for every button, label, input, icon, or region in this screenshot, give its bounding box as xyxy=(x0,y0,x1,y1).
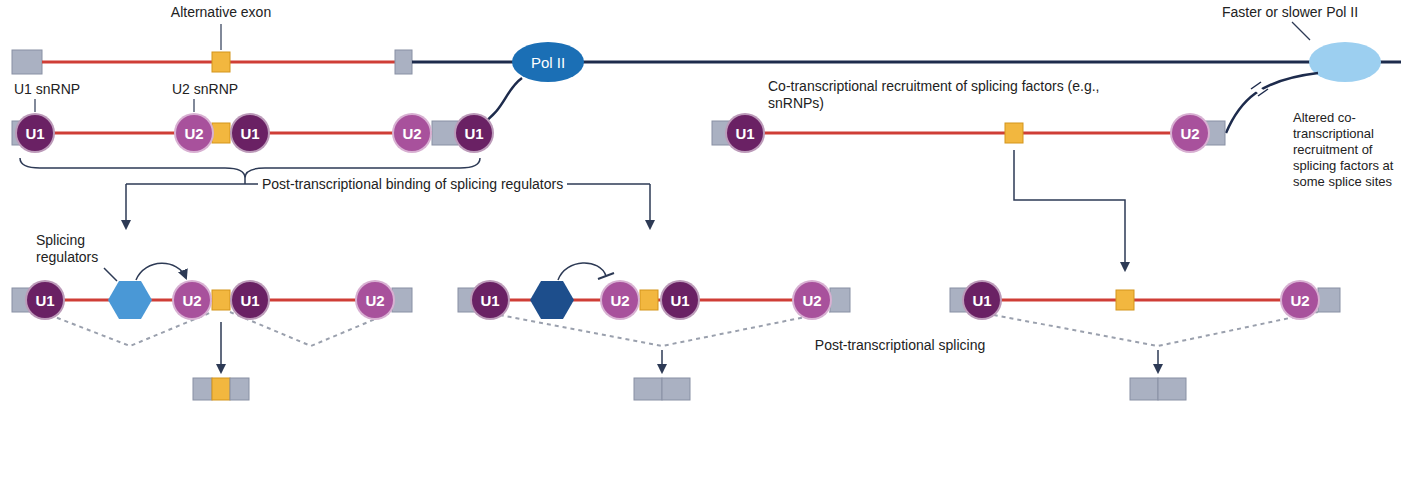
mrna-exon xyxy=(1158,378,1186,400)
alternative-exon xyxy=(1116,290,1134,310)
exon-box xyxy=(392,288,412,312)
arrows xyxy=(20,150,1158,372)
annotation-label: Post-transcriptional splicing xyxy=(811,337,989,354)
node-text: Pol II xyxy=(531,54,565,71)
node-text: U1 xyxy=(240,125,259,142)
annotation-label: Alternative exon xyxy=(171,4,271,21)
node-text: U1 xyxy=(480,292,499,309)
intron-line xyxy=(740,132,1205,135)
snrnp-circle: U1 xyxy=(470,280,510,320)
snrnp-circle: U2 xyxy=(174,113,214,153)
mrna-exon xyxy=(634,378,662,400)
row-two xyxy=(12,78,1225,145)
node-text: U2 xyxy=(1180,125,1199,142)
pol-ii-light xyxy=(1309,42,1381,82)
leader-line xyxy=(34,99,35,112)
inhibition-arrow xyxy=(558,263,606,280)
leader-line xyxy=(1292,22,1310,40)
node-text: U2 xyxy=(802,292,821,309)
snrnp-circle: U2 xyxy=(392,113,432,153)
node-text: U1 xyxy=(670,292,689,309)
snrnp-circle: U1 xyxy=(230,113,270,153)
node-text: U2 xyxy=(365,292,384,309)
snrnp-circle: U2 xyxy=(792,280,832,320)
snrnp-circle: U2 xyxy=(172,280,212,320)
mrna-exon xyxy=(662,378,690,400)
snrnp-circle: U1 xyxy=(15,113,55,153)
row-three xyxy=(12,263,1340,400)
splice-path xyxy=(484,312,830,346)
alternative-exon xyxy=(1005,123,1023,143)
flow-arrow xyxy=(1014,150,1125,270)
annotation-label: Faster or slower Pol II xyxy=(1222,4,1358,21)
activation-arrow xyxy=(136,263,186,280)
annotation-label: Co-transcriptional recruitment of splici… xyxy=(768,78,1113,112)
node-text: U1 xyxy=(240,292,259,309)
node-text: U1 xyxy=(735,125,754,142)
regulator-hexagon xyxy=(530,281,574,319)
exon-box xyxy=(395,50,412,74)
snrnp-circle: U1 xyxy=(230,280,270,320)
node-text: U1 xyxy=(25,125,44,142)
annotation-label: Altered co-transcriptional recruitment o… xyxy=(1293,110,1395,190)
mrna-alt-exon xyxy=(212,378,230,400)
mrna-exon xyxy=(1130,378,1158,400)
snrnp-circle: U2 xyxy=(1170,113,1210,153)
node-text: U2 xyxy=(610,292,629,309)
polymerase-blob: Pol II xyxy=(512,42,584,82)
flow-arrow xyxy=(649,184,651,228)
snrnp-circle: U1 xyxy=(454,113,494,153)
node-text: U2 xyxy=(1290,292,1309,309)
leader-line xyxy=(220,24,221,50)
snrnp-circle: U1 xyxy=(660,280,700,320)
regulator-hexagon xyxy=(108,281,152,319)
node-text: U2 xyxy=(402,125,421,142)
break-mark xyxy=(1258,89,1268,96)
snrnp-circle: U2 xyxy=(1280,280,1320,320)
node-text: U1 xyxy=(35,292,54,309)
intron-line xyxy=(978,299,1318,302)
alternative-exon xyxy=(212,52,230,72)
snrnp-circle: U2 xyxy=(600,280,640,320)
node-text: U1 xyxy=(464,125,483,142)
annotation-label: Post-transcriptional binding of splicing… xyxy=(258,176,567,193)
mrna-exon xyxy=(230,378,249,400)
alternative-exon xyxy=(212,123,230,143)
snrnp-circle: U1 xyxy=(25,280,65,320)
alternative-exon xyxy=(640,290,658,310)
break-mark xyxy=(1251,82,1261,89)
alternative-exon xyxy=(212,290,230,310)
flow-arrow xyxy=(220,322,222,372)
flow-arrow xyxy=(125,184,127,228)
leader-line xyxy=(104,268,117,281)
annotation-label: U2 snRNP xyxy=(172,81,238,98)
flow-arrow xyxy=(1157,350,1159,372)
exon-box xyxy=(830,288,850,312)
node-text: U1 xyxy=(972,292,991,309)
splice-path xyxy=(42,312,392,346)
exon-box xyxy=(12,50,42,74)
snrnp-circle: U2 xyxy=(355,280,395,320)
node-text: U2 xyxy=(182,292,201,309)
flow-arrow xyxy=(661,350,663,372)
annotation-label: U1 snRNP xyxy=(14,81,80,98)
inhibition-bar xyxy=(598,273,614,279)
mrna-exon xyxy=(193,378,212,400)
splice-path xyxy=(978,312,1318,346)
snrnp-circle: U1 xyxy=(962,280,1002,320)
brace xyxy=(20,158,480,178)
node-text: U2 xyxy=(184,125,203,142)
annotation-label: Splicing regulators xyxy=(36,232,116,266)
snrnp-circle: U1 xyxy=(725,113,765,153)
bracket-line xyxy=(244,178,246,184)
leader-line xyxy=(193,99,194,112)
exon-box xyxy=(1318,288,1340,312)
